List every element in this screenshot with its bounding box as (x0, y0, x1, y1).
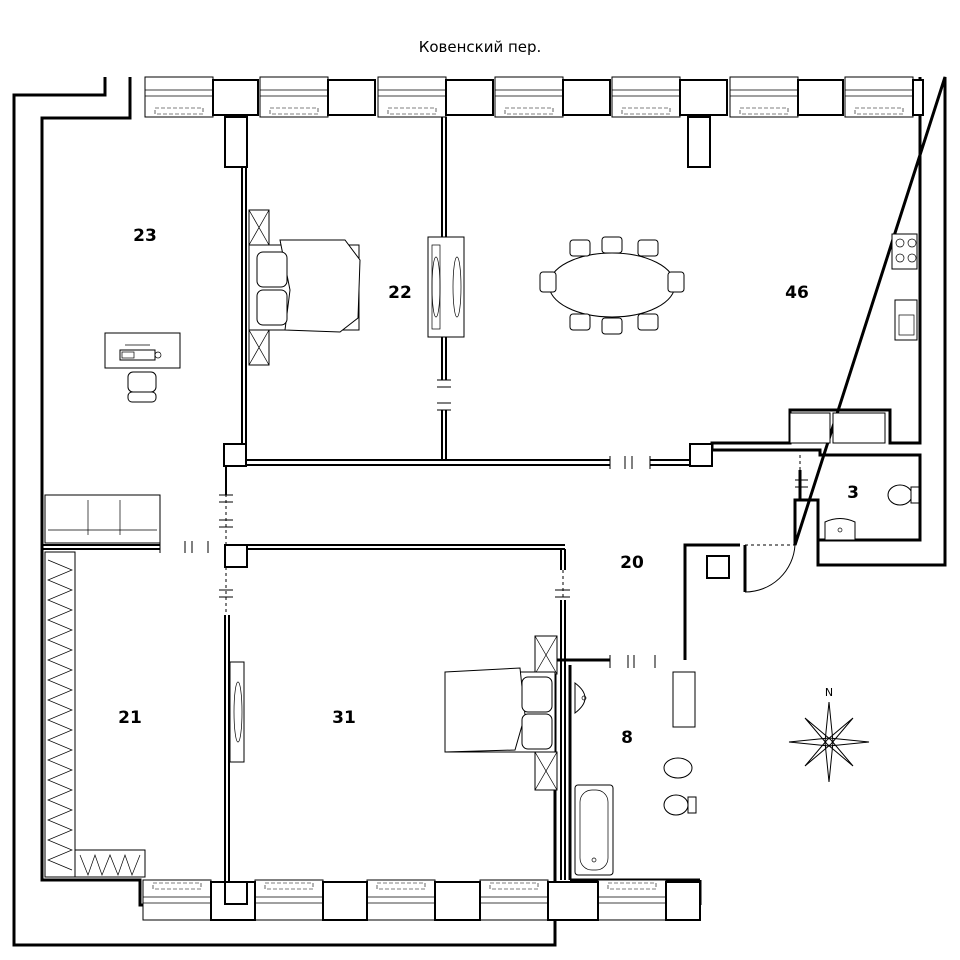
room-label-22: 22 (388, 283, 412, 303)
bottom-windows (142, 879, 701, 921)
door-openings (159, 379, 808, 668)
bathroom-3-fixtures (824, 484, 920, 541)
room-labels: 23 22 46 3 20 21 31 8 (118, 226, 859, 748)
top-windows (144, 76, 924, 168)
bedroom-31-furniture (444, 635, 558, 791)
interior-walls (42, 117, 802, 882)
room-label-23: 23 (133, 226, 157, 246)
room-21-wardrobe (44, 551, 245, 878)
room-label-3: 3 (847, 483, 859, 503)
compass-north-label: N (825, 686, 833, 699)
room-23-furniture (44, 332, 181, 544)
bedroom-22-furniture (248, 209, 465, 366)
room-label-20: 20 (620, 553, 644, 573)
room-label-46: 46 (785, 283, 809, 303)
street-name: Ковенский пер. (419, 38, 542, 56)
dining-kitchen-furniture (539, 233, 918, 444)
room-label-21: 21 (118, 708, 142, 728)
bathroom-8-fixtures (574, 671, 697, 876)
room-label-8: 8 (621, 728, 633, 748)
room-label-31: 31 (332, 708, 356, 728)
compass-rose-icon: N (788, 686, 870, 783)
